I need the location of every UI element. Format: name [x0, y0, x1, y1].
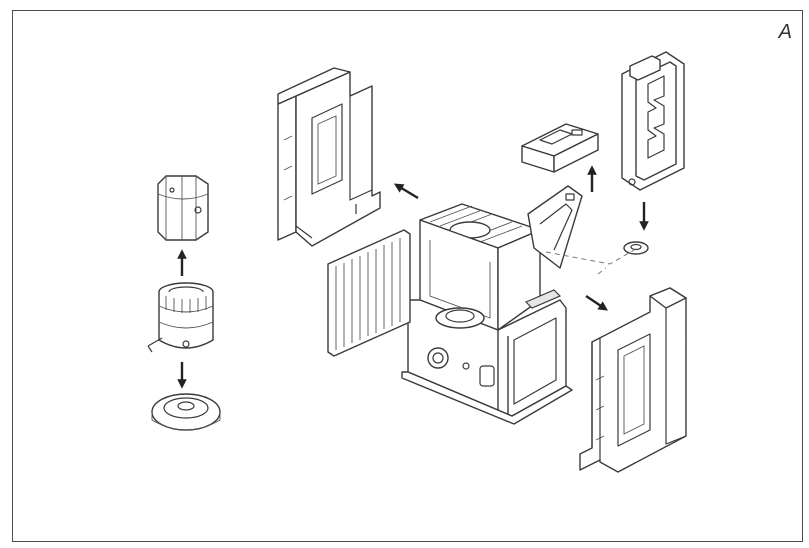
panel-label: A [778, 21, 792, 43]
burner-base-plate [151, 393, 221, 431]
left-side-panel [277, 67, 381, 247]
heater-body [401, 203, 573, 425]
fuel-tank [621, 51, 685, 191]
open-lid [527, 185, 583, 269]
burner-assembly [147, 282, 214, 353]
fuel-gauge-cartridge [521, 123, 599, 173]
arrow-right-panel [585, 295, 608, 311]
arrow-left-panel [393, 183, 419, 200]
burner-sleeve [157, 175, 209, 241]
tank-cap [623, 241, 649, 255]
front-door [327, 229, 411, 357]
alignment-line [545, 249, 635, 265]
right-side-panel [579, 287, 687, 473]
alignment-tick [597, 267, 607, 275]
